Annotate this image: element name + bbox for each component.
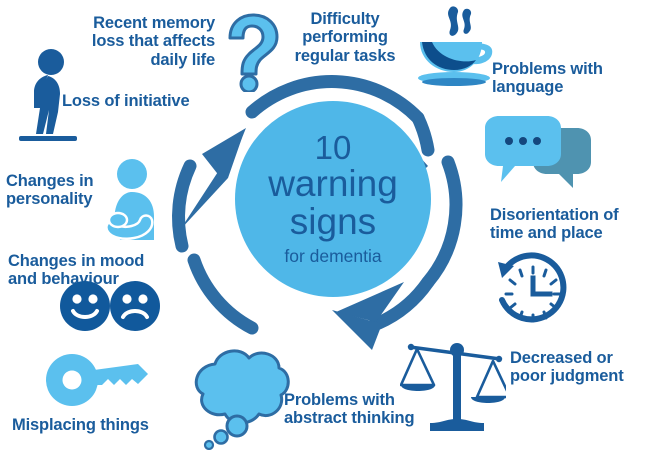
label-recent-memory-loss: Recent memory loss that affects daily li… bbox=[91, 14, 215, 69]
happy-sad-faces-icon bbox=[60, 281, 160, 331]
label-disorientation-of-time-and-place: Disorientation of time and place bbox=[490, 206, 619, 243]
label-problems-with-language: Problems with language bbox=[492, 60, 603, 97]
label-difficulty-performing-regular-tasks: Difficulty performing regular tasks bbox=[294, 10, 396, 65]
center-title-count: 10 bbox=[314, 128, 352, 166]
coffee-cup-icon bbox=[418, 6, 493, 86]
label-loss-of-initiative: Loss of initiative bbox=[62, 92, 190, 110]
ring-arc-left bbox=[172, 159, 197, 253]
ring-arc-bottom-left bbox=[187, 253, 259, 335]
ring-arrowhead-top-left bbox=[180, 128, 246, 230]
clock-icon bbox=[498, 252, 567, 323]
question-mark-icon bbox=[228, 13, 279, 92]
thought-cloud-icon bbox=[194, 349, 290, 450]
center-title-signs: signs bbox=[289, 200, 377, 242]
standing-person-icon bbox=[19, 49, 77, 141]
key-icon bbox=[46, 354, 148, 406]
label-changes-in-personality: Changes in personality bbox=[6, 172, 94, 209]
sitting-person-icon bbox=[105, 159, 154, 240]
ring-arc-bottom bbox=[367, 275, 435, 332]
label-misplacing-things: Misplacing things bbox=[12, 416, 149, 434]
speech-bubbles-icon bbox=[485, 116, 591, 188]
label-decreased-or-poor-judgment: Decreased or poor judgment bbox=[510, 349, 624, 386]
ring-arc-right bbox=[421, 155, 463, 289]
label-problems-with-abstract-thinking: Problems with abstract thinking bbox=[284, 391, 415, 428]
scales-icon bbox=[400, 343, 506, 431]
center-subtitle: for dementia bbox=[284, 245, 382, 266]
ring-arrowhead-bottom-left bbox=[332, 282, 404, 350]
label-changes-in-mood-and-behaviour: Changes in mood and behaviour bbox=[8, 252, 145, 289]
ring-arc-top bbox=[245, 75, 435, 157]
center-title-warning: warning bbox=[268, 163, 398, 205]
center-circle: 10 warning signs for dementia bbox=[235, 101, 431, 297]
